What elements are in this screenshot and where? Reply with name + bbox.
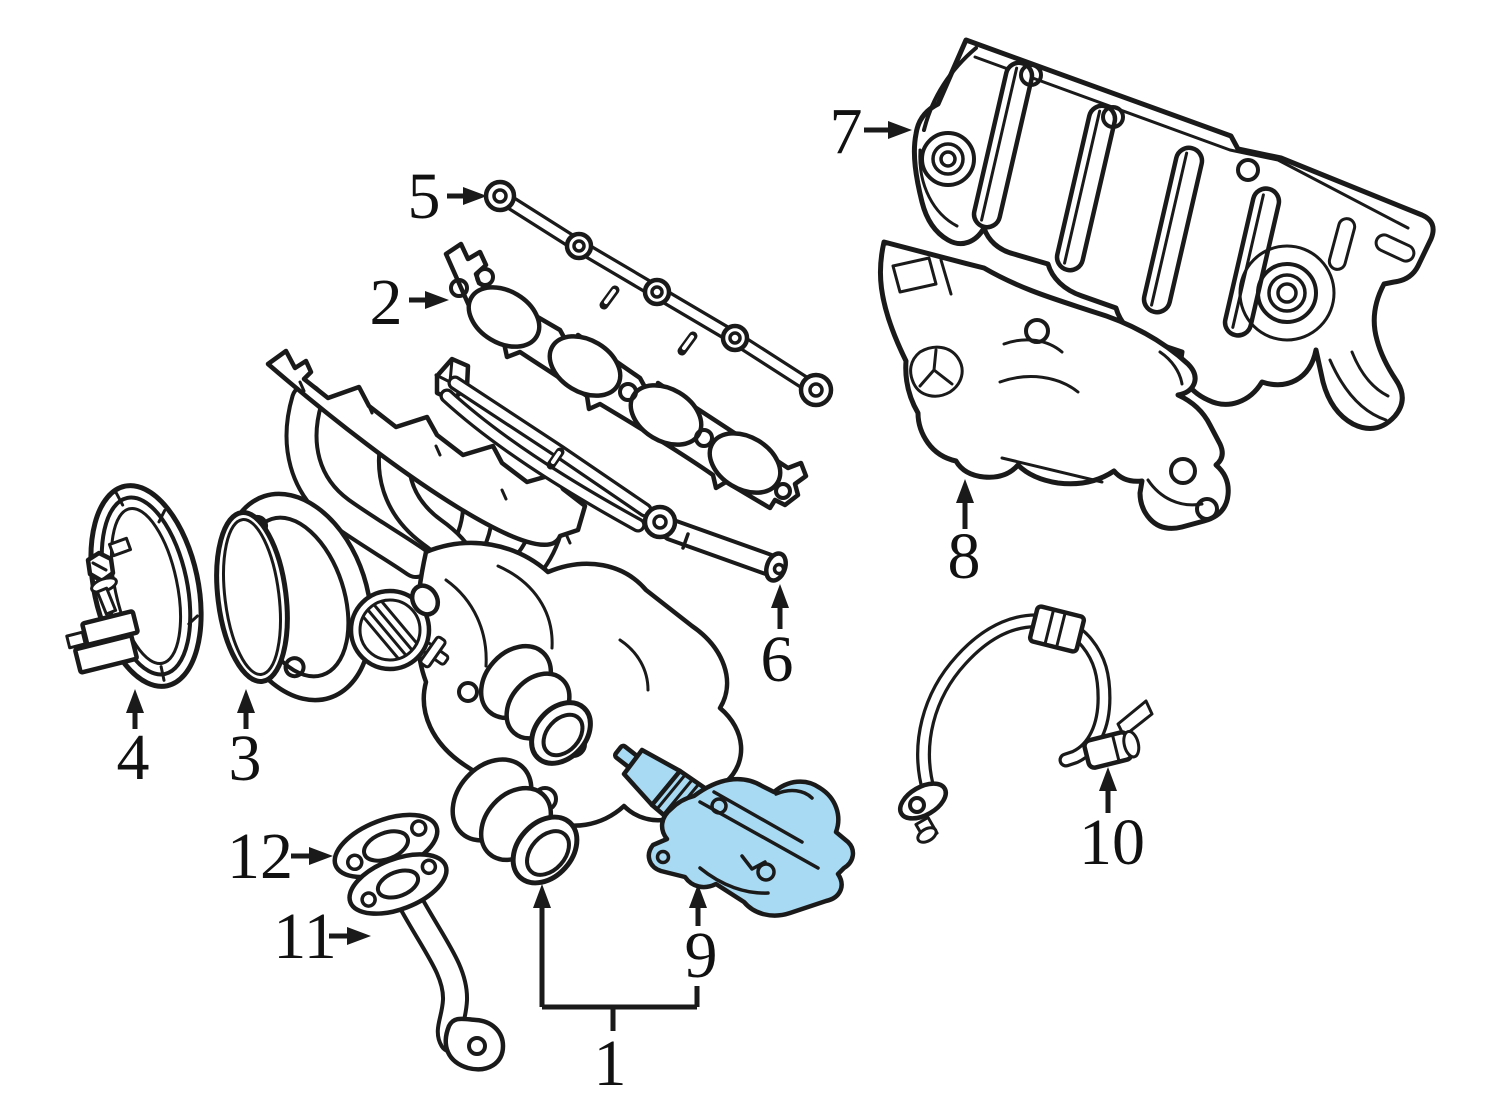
callout-10: 10 [1079,767,1145,879]
callout-11: 11 [273,900,371,973]
part-9-wastegate-actuator-drawing [612,743,856,918]
callout-2: 2 [370,266,449,339]
callout-5: 5 [408,160,487,233]
part-10-oil-feed-line-drawing [897,604,1154,844]
callout-8-label: 8 [948,520,981,593]
callout-6-label: 6 [761,623,794,696]
part-5-gasket-rail-upper-drawing [483,179,834,408]
callout-4: 4 [117,689,150,794]
part-7-heat-shield-upper-drawing [911,37,1436,431]
part-6-gasket-rail-lower-drawing [434,356,788,583]
callout-10-label: 10 [1079,806,1145,879]
callout-5-label: 5 [408,160,441,233]
callout-6: 6 [761,584,794,696]
part-3-o-ring-drawing [214,510,290,684]
callout-7-label: 7 [830,95,863,168]
callout-12-label: 12 [227,820,293,893]
part-2-manifold-gasket-drawing [443,241,809,511]
callout-11-label: 11 [273,900,337,973]
callout-12: 12 [227,820,333,893]
callout-1-arrowhead [533,884,551,908]
callout-1-label: 1 [594,1027,627,1100]
callout-9-label: 9 [685,919,718,992]
part-4-v-band-clamp-drawing [65,483,204,689]
callout-9: 9 [685,884,718,992]
part-8-heat-shield-lower-drawing [877,239,1231,531]
callout-7: 7 [830,95,912,168]
part-11-oil-return-pipe-drawing [347,852,506,1072]
callout-1-bracket [539,900,700,1031]
callout-8: 8 [948,479,981,593]
callout-4-label: 4 [117,721,150,794]
callout-3: 3 [229,689,262,795]
callout-1: 1 [533,884,700,1100]
callout-2-label: 2 [370,266,403,339]
callout-3-label: 3 [229,722,262,795]
